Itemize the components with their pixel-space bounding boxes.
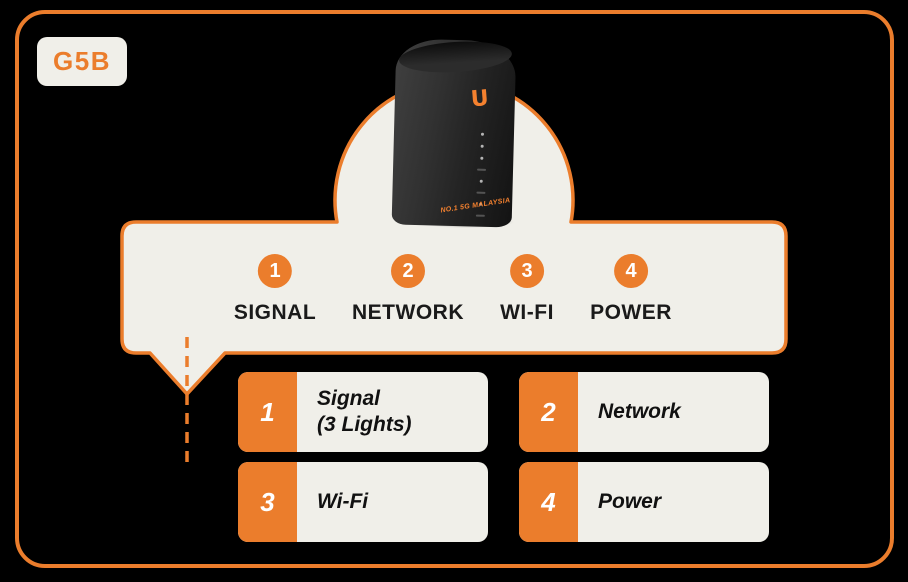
indicator-number: 4 (625, 259, 637, 282)
legend-number-block: 2 (519, 372, 578, 452)
indicator-signal: 1 SIGNAL (234, 254, 316, 325)
legend-number: 4 (541, 486, 556, 517)
outer-frame (15, 10, 894, 568)
indicator-network: 2 NETWORK (352, 254, 464, 325)
legend-number: 1 (260, 396, 275, 427)
legend-number-block: 4 (519, 462, 578, 542)
router-top-surface (398, 38, 513, 76)
legend-label: Network (598, 399, 681, 423)
led-label-mark (476, 191, 486, 194)
model-badge-label: G5B (53, 46, 111, 76)
legend-number-block: 3 (238, 462, 297, 542)
legend-label: Wi-Fi (317, 489, 369, 513)
indicator-number: 1 (269, 259, 281, 282)
legend-label: Power (598, 489, 662, 513)
led-label-mark (475, 214, 485, 217)
indicator-label: SIGNAL (233, 301, 317, 324)
indicator-number: 2 (402, 259, 414, 282)
indicator-label: WI-FI (500, 301, 554, 324)
indicator-power: 4 POWER (590, 254, 672, 325)
legend-number-block: 1 (238, 372, 297, 452)
model-badge: G5B (37, 37, 127, 86)
u-mobile-logo-icon: U (469, 86, 490, 113)
indicator-number-badge: 3 (510, 254, 544, 288)
legend-number: 2 (541, 396, 556, 427)
indicator-number-badge: 2 (391, 254, 425, 288)
bubble-shape (120, 79, 788, 396)
indicator-number-badge: 1 (258, 254, 292, 288)
led-indicator (480, 144, 484, 148)
indicator-label: POWER (590, 301, 672, 324)
led-indicator (480, 132, 485, 136)
indicator-number-badge: 4 (614, 254, 648, 288)
legend-number: 3 (260, 486, 275, 517)
indicator-label: NETWORK (352, 301, 464, 324)
legend-item-signal: 1 Signal (3 Lights) (238, 372, 488, 452)
led-indicator (479, 179, 483, 183)
legend-item-network: 2 Network (519, 372, 769, 452)
indicator-number: 3 (521, 259, 533, 282)
legend-label: Signal (3 Lights) (317, 386, 412, 436)
legend-item-wifi: 3 Wi-Fi (238, 462, 488, 542)
indicator-wifi: 3 WI-FI (500, 254, 554, 325)
led-indicator (480, 156, 484, 160)
legend-item-power: 4 Power (519, 462, 769, 542)
router-device: U NO.1 5G MALAYSIA (391, 38, 517, 228)
led-label-mark (477, 168, 487, 171)
